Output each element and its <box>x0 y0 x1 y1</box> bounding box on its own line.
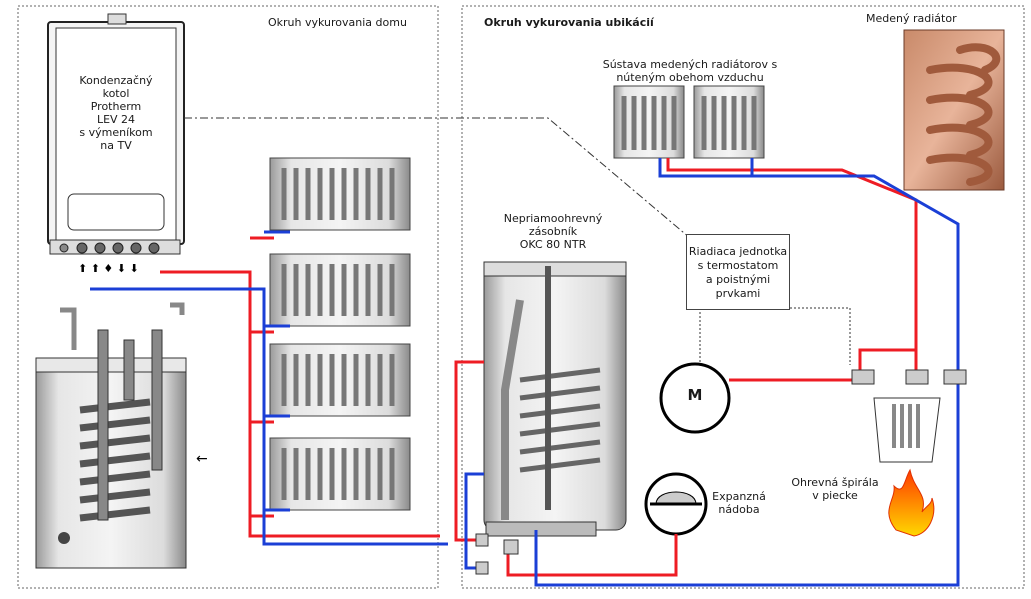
house-radiator <box>269 253 411 327</box>
copper-radiator-label: Medený radiátor <box>866 12 957 25</box>
copper-radiator-unit <box>693 85 765 159</box>
boiler-label-line: Protherm <box>90 100 142 113</box>
house-radiator <box>269 343 411 417</box>
expansion-label-line: Expanzná <box>712 490 766 503</box>
valve <box>503 539 519 555</box>
boiler-label-line: na TV <box>100 139 132 152</box>
house-supply-pipe <box>160 236 440 538</box>
control-unit-line: prvkami <box>715 287 761 300</box>
control-unit-line: Riadiaca jednotka <box>688 245 788 258</box>
house-circuit-frame <box>17 5 439 589</box>
expansion-label-line: nádoba <box>718 503 760 516</box>
heating-coil-label-line: v piecke <box>812 489 858 502</box>
house-radiator <box>269 437 411 511</box>
copper-radiator-illustration <box>903 29 1005 191</box>
dhw-tank: ← <box>35 302 208 569</box>
boiler-label-line: Kondenzačný <box>79 74 153 87</box>
control-unit: Riadiaca jednotka s termostatom a poistn… <box>686 234 790 310</box>
rooms-circuit-frame <box>461 5 1025 589</box>
copper-radiator-unit <box>613 85 685 159</box>
indirect-tank <box>483 261 627 537</box>
motor-pump <box>659 362 731 434</box>
rooms-circuit-title: Okruh vykurovania ubikácií <box>484 16 654 29</box>
control-link <box>184 117 691 239</box>
tank-label: Nepriamoohrevný zásobník OKC 80 NTR <box>498 212 608 251</box>
house-radiator <box>269 157 411 231</box>
radiator-system-label-line: Sústava medených radiátorov s <box>602 58 778 71</box>
house-return-pipe <box>90 230 448 546</box>
motor-label: M <box>687 386 703 404</box>
control-unit-line: a poistnými <box>705 273 771 286</box>
expansion-vessel <box>644 472 708 536</box>
tank-label-line: OKC 80 NTR <box>519 238 587 251</box>
boiler-label: Kondenzačný kotol Protherm LEV 24 s výme… <box>66 74 166 152</box>
heating-coil-label: Ohrevná špirála v piecke <box>780 476 890 502</box>
rooms-return-pipe <box>464 158 960 587</box>
valve <box>475 533 489 547</box>
radiator-system-label-line: núteným obehom vzduchu <box>616 71 764 84</box>
boiler-label-line: kotol <box>102 87 130 100</box>
expansion-label: Expanzná nádoba <box>704 490 774 516</box>
control-unit-line: s termostatom <box>697 259 779 272</box>
house-circuit-title: Okruh vykurovania domu <box>268 16 407 29</box>
stove-coil <box>851 369 967 463</box>
tank-label-line: zásobník <box>528 225 578 238</box>
boiler-label-line: LEV 24 <box>96 113 136 126</box>
svg-text:←: ← <box>196 451 208 467</box>
heating-coil-label-line: Ohrevná špirála <box>791 476 879 489</box>
radiator-system-label: Sústava medených radiátorov s núteným ob… <box>590 58 790 84</box>
boiler-label-line: s výmeníkom <box>79 126 153 139</box>
flame-icon <box>888 468 935 537</box>
boiler: ⬆ ⬆ ♦ ⬇ ⬇ <box>47 13 185 275</box>
tank-label-line: Nepriamoohrevný <box>503 212 603 225</box>
valve <box>475 561 489 575</box>
svg-text:⬆ ⬆ ♦ ⬇ ⬇: ⬆ ⬆ ♦ ⬇ ⬇ <box>78 262 139 275</box>
